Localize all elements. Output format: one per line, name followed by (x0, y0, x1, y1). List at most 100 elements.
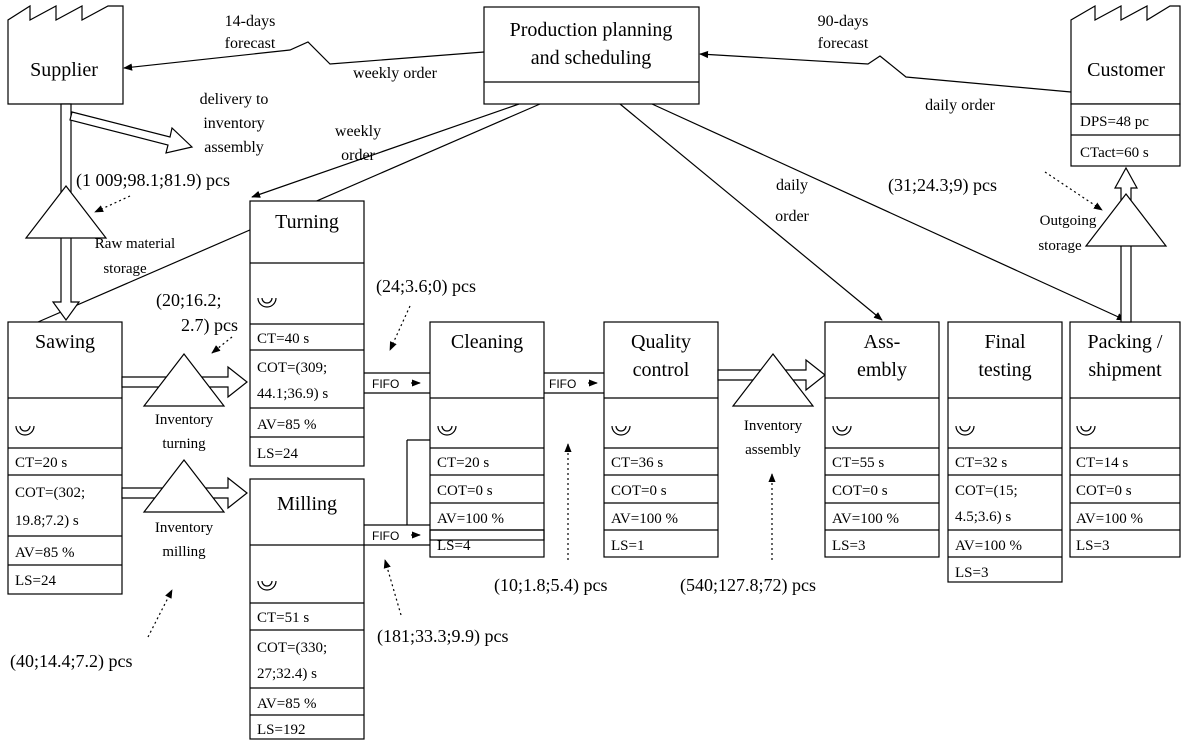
supplier-factory-icon: Supplier (7, 4, 124, 105)
process-milling-name: Milling (277, 493, 337, 515)
weekly-order-turning-line2: order (341, 147, 375, 164)
process-cleaning: Cleaning CT=20 s COT=0 s AV=100 % LS=4 (429, 321, 545, 554)
process-assembly: Ass- embly CT=55 s COT=0 s AV=100 % LS=3 (824, 321, 940, 558)
process-packing-av: AV=100 % (1076, 511, 1143, 527)
process-turning-cot-1: COT=(309; (257, 360, 327, 376)
raw-material-label-line1: Raw material (95, 236, 175, 252)
fifo-milling-cleaning-qty: (181;33.3;9.9) pcs (377, 626, 508, 647)
delivery-label-line1: delivery to (200, 91, 269, 108)
operator-icon (1076, 425, 1096, 436)
process-quality-av: AV=100 % (611, 511, 678, 527)
fifo-cleaning-quality-qty: (10;1.8;5.4) pcs (494, 575, 607, 596)
process-testing-ls: LS=3 (955, 565, 988, 581)
daily-order-to-packing-arrow (651, 103, 1126, 321)
raw-material-label-line2: storage (103, 261, 147, 277)
info-flow-planning-to-supplier (123, 41, 485, 71)
raw-material-inventory-triangle (24, 185, 108, 239)
process-quality-cot: COT=0 s (611, 483, 667, 499)
delivery-push-arrow (69, 111, 194, 154)
process-quality-name-line2: control (633, 359, 690, 381)
process-packing-name-line2: shipment (1088, 359, 1162, 381)
process-sawing-cot-2: 19.8;7.2) s (15, 513, 79, 529)
daily-order-assembly-line1: daily (776, 177, 808, 194)
process-turning-ct: CT=40 s (257, 331, 309, 347)
raw-material-pointer (94, 195, 131, 213)
inventory-turning-triangle (142, 353, 226, 407)
inventory-milling-quantity: (40;14.4;7.2) pcs (10, 651, 132, 672)
process-testing-av: AV=100 % (955, 538, 1022, 554)
daily-order-to-assembly-arrow (619, 103, 883, 321)
process-sawing: Sawing CT=20 s COT=(302; 19.8;7.2) s AV=… (7, 321, 123, 595)
process-cleaning-ct: CT=20 s (437, 455, 489, 471)
process-quality-control: Quality control CT=36 s COT=0 s AV=100 %… (603, 321, 719, 558)
process-packing-shipment: Packing / shipment CT=14 s COT=0 s AV=10… (1069, 321, 1181, 558)
process-milling-cot-2: 27;32.4) s (257, 666, 317, 682)
forecast-14-line1: 14-days (225, 13, 276, 30)
process-turning-cot-2: 44.1;36.9) s (257, 386, 328, 402)
outgoing-storage-label-line2: storage (1038, 238, 1082, 254)
process-testing-cot-2: 4.5;3.6) s (955, 509, 1011, 525)
process-quality-name-line1: Quality (631, 331, 691, 353)
process-packing-ls: LS=3 (1076, 538, 1109, 554)
process-milling-cot-1: COT=(330; (257, 640, 327, 656)
process-assembly-ct: CT=55 s (832, 455, 884, 471)
planning-title-line2: and scheduling (531, 47, 652, 69)
process-assembly-ls: LS=3 (832, 538, 865, 554)
weekly-order-supplier-label: weekly order (353, 65, 438, 82)
weekly-order-to-turning-arrow (251, 103, 520, 198)
fifo-lane-milling-cleaning: FIFO (364, 524, 430, 546)
inventory-turning-label-line2: turning (162, 436, 206, 452)
process-packing-ct: CT=14 s (1076, 455, 1128, 471)
delivery-label-line3: assembly (204, 139, 264, 156)
process-packing-cot: COT=0 s (1076, 483, 1132, 499)
outgoing-storage-quantity: (31;24.3;9) pcs (888, 175, 997, 196)
inventory-assembly-label-line2: assembly (745, 442, 801, 458)
outgoing-storage-label-line1: Outgoing (1040, 213, 1097, 229)
operator-icon (832, 425, 852, 436)
info-flow-customer-to-planning (699, 50, 1072, 93)
delivery-label-line2: inventory (203, 115, 264, 132)
operator-icon (955, 425, 975, 436)
fifo-milling-cleaning-pointer (383, 559, 402, 616)
process-sawing-ls: LS=24 (15, 573, 56, 589)
daily-order-assembly-line2: order (775, 208, 809, 225)
outgoing-storage-pointer (1044, 171, 1103, 211)
raw-material-quantity: (1 009;98.1;81.9) pcs (76, 170, 230, 191)
process-turning-name: Turning (275, 211, 339, 233)
inventory-turning-qty-line2: 2.7) pcs (181, 315, 238, 336)
daily-order-customer-label: daily order (925, 97, 995, 114)
process-cleaning-name: Cleaning (451, 331, 523, 353)
operator-icon (437, 425, 457, 436)
supplier-label: Supplier (30, 59, 98, 81)
process-testing-name-line1: Final (984, 331, 1026, 353)
fifo-label: FIFO (372, 377, 399, 391)
operator-icon (257, 297, 277, 308)
process-cleaning-av: AV=100 % (437, 511, 504, 527)
planning-title-line1: Production planning (510, 19, 673, 41)
process-sawing-cot-1: COT=(302; (15, 485, 85, 501)
forecast-90-line1: 90-days (818, 13, 869, 30)
process-quality-ct: CT=36 s (611, 455, 663, 471)
fifo-label: FIFO (549, 377, 576, 391)
operator-icon (257, 580, 277, 591)
inventory-milling-pointer (147, 589, 173, 638)
process-assembly-av: AV=100 % (832, 511, 899, 527)
inventory-milling-triangle (142, 459, 226, 513)
fifo-lane-turning-cleaning: FIFO (364, 372, 430, 394)
operator-icon (611, 425, 631, 436)
inventory-assembly-label-line1: Inventory (744, 418, 803, 434)
customer-dps: DPS=48 pc (1080, 114, 1149, 130)
forecast-90-line2: forecast (818, 35, 869, 52)
process-turning: Turning CT=40 s COT=(309; 44.1;36.9) s A… (249, 200, 365, 467)
process-milling-ls: LS=192 (257, 722, 305, 738)
forecast-14-line2: forecast (225, 35, 276, 52)
fifo-turning-cleaning-qty: (24;3.6;0) pcs (376, 276, 476, 297)
fifo-turning-cleaning-pointer (389, 305, 411, 351)
process-turning-ls: LS=24 (257, 446, 298, 462)
process-testing-ct: CT=32 s (955, 455, 1007, 471)
customer-ctact: CTact=60 s (1080, 145, 1149, 161)
process-sawing-av: AV=85 % (15, 545, 74, 561)
inventory-turning-pointer (211, 336, 233, 354)
inventory-assembly-quantity: (540;127.8;72) pcs (680, 575, 816, 596)
